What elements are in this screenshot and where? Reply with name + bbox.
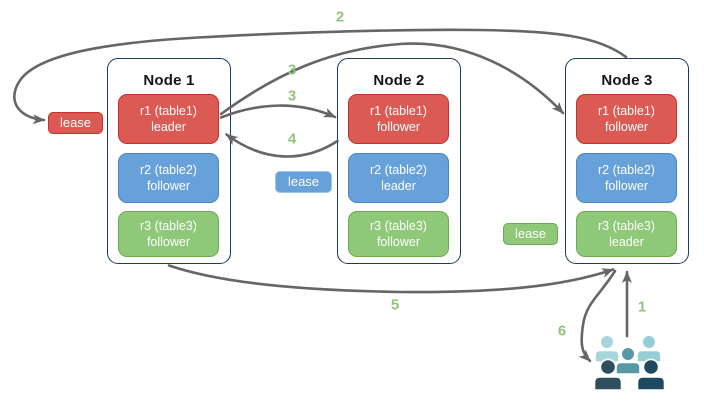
- step-label-5: 5: [390, 296, 400, 314]
- replica-range-label: r3 (table3): [598, 219, 655, 233]
- lease-badge-r2: lease: [275, 171, 332, 193]
- replica-role-label: follower: [604, 179, 649, 193]
- person-icon: [636, 334, 662, 363]
- person-icon: [636, 358, 666, 391]
- replica-range-label: r3 (table3): [140, 219, 197, 233]
- replica-role-label: leader: [381, 179, 416, 193]
- replica-role-label: leader: [609, 235, 644, 249]
- replica-role-label: leader: [151, 120, 186, 134]
- step-label-6: 6: [557, 322, 567, 340]
- replica-role-label: follower: [146, 179, 191, 193]
- step-label-2: 2: [335, 8, 345, 26]
- lease-badge-r3: lease: [503, 223, 558, 245]
- replica-role-label: follower: [376, 235, 421, 249]
- replica-role-label: follower: [146, 235, 191, 249]
- node2-replica-r3: r3 (table3) follower: [348, 211, 449, 257]
- replica-range-label: r2 (table2): [140, 163, 197, 177]
- replica-range-label: r2 (table2): [598, 163, 655, 177]
- replica-role-label: follower: [604, 120, 649, 134]
- replica-role-label: follower: [376, 120, 421, 134]
- node3-replica-r2: r2 (table2) follower: [576, 153, 677, 203]
- step-label-3b: 3: [287, 87, 297, 105]
- step-label-3a: 3: [287, 61, 297, 79]
- step-label-1: 1: [637, 298, 647, 316]
- node3-replica-r3: r3 (table3) leader: [576, 211, 677, 257]
- node2-replica-r2: r2 (table2) leader: [348, 153, 449, 203]
- node1-replica-r3: r3 (table3) follower: [118, 211, 219, 257]
- person-icon: [594, 334, 620, 363]
- step-label-4: 4: [287, 130, 297, 148]
- lease-badge-r1: lease: [48, 112, 103, 134]
- node1-replica-r2: r2 (table2) follower: [118, 153, 219, 203]
- replica-range-label: r3 (table3): [370, 219, 427, 233]
- replica-range-label: r2 (table2): [370, 163, 427, 177]
